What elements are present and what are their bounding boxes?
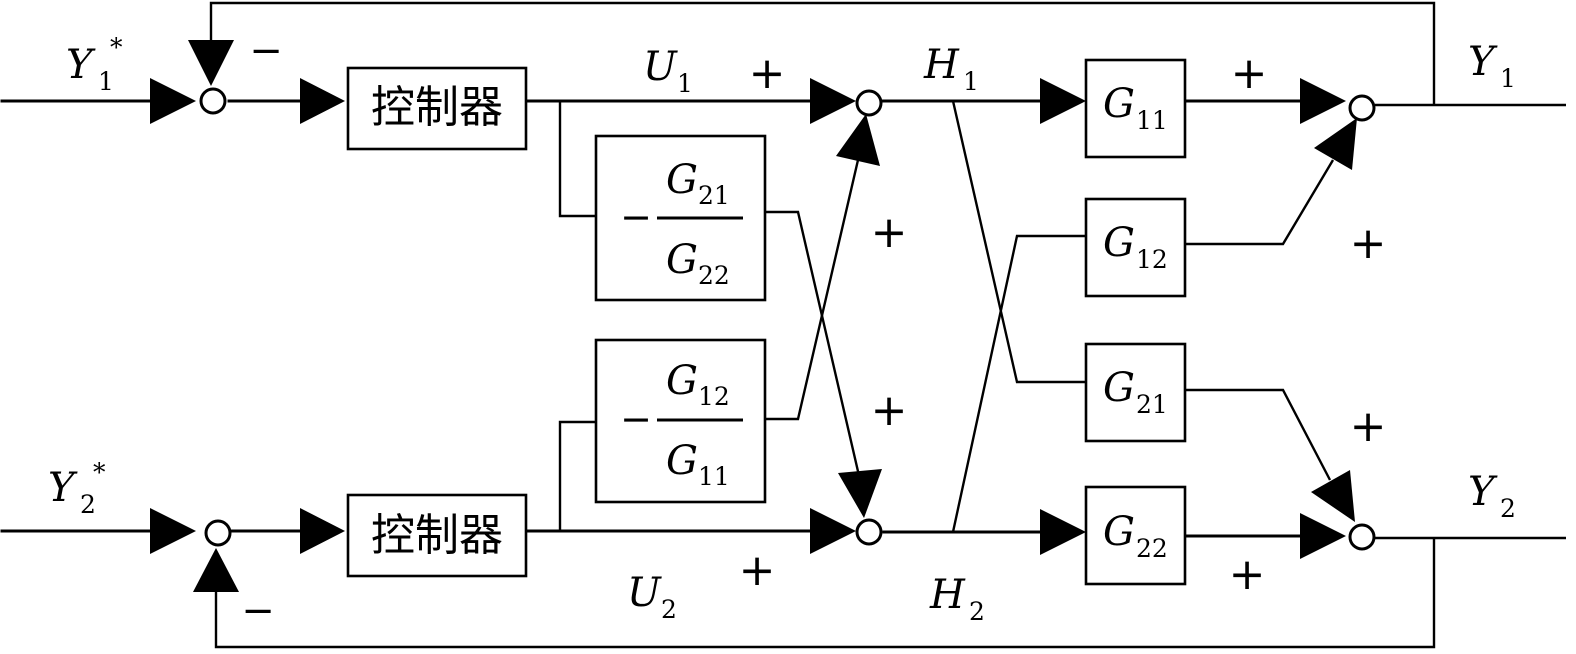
arrowhead-feedback2 — [193, 548, 239, 592]
signal-h2-subscript: 2 — [969, 597, 985, 626]
output-y1-subscript: 1 — [1500, 64, 1516, 93]
sign-feedback1-minus: − — [249, 28, 283, 74]
plant-g12-symbol: G — [1103, 220, 1135, 266]
decoupler-d21-numerator-subscript: 21 — [698, 181, 730, 210]
output-y2-subscript: 2 — [1500, 494, 1516, 523]
output-y2-symbol: Y — [1468, 469, 1498, 515]
arrowhead-y1-in — [150, 78, 196, 124]
signal-u2-subscript: 2 — [661, 595, 677, 624]
plant-g11-symbol: G — [1103, 81, 1135, 127]
plant-block-g21 — [1084, 342, 1187, 443]
summing-junction-error2 — [204, 519, 232, 547]
wire-h1-to-g21 — [951, 100, 1086, 384]
arrowhead-feedback1 — [188, 40, 234, 86]
controller-label-bottom: 控制器 — [371, 510, 503, 561]
wire-d12-to-sumH1 — [766, 159, 860, 421]
input-y2-star-subscript: 2 — [80, 490, 96, 519]
plant-block-g11 — [1084, 58, 1187, 159]
sign-sumH2-plus-side: + — [871, 385, 908, 436]
decoupler-d12-numerator-subscript: 12 — [698, 382, 730, 411]
wire-d21-to-sumH2 — [766, 210, 862, 481]
decoupler-d21-denominator-subscript: 22 — [698, 261, 730, 290]
decoupler-d12-denominator-symbol: G — [666, 438, 698, 484]
input-y2-star-superscript: * — [93, 458, 106, 487]
signal-h1-subscript: 1 — [963, 67, 979, 96]
controller-block-bottom — [346, 493, 528, 578]
summing-junction-h1 — [855, 89, 883, 117]
arrowhead-d21-into-sumH2 — [838, 469, 882, 518]
arrowhead-g21-into-sumY2 — [1311, 470, 1355, 522]
decoupler-d21-minus: − — [620, 195, 652, 239]
signal-u1-symbol: U — [643, 44, 678, 90]
input-y1-star-subscript: 1 — [98, 67, 114, 96]
plant-g21-symbol: G — [1103, 365, 1135, 411]
arrowhead-h2 — [1040, 509, 1086, 555]
sign-sumH1-plus-top: + — [749, 48, 786, 99]
input-y1-star-superscript: * — [110, 33, 123, 62]
arrowhead-g22-out — [1300, 513, 1346, 559]
input-y2-star-symbol: Y — [48, 465, 78, 511]
feedback-path-y1 — [209, 1, 1436, 105]
signal-u2-symbol: U — [627, 570, 662, 616]
summing-junction-h2 — [855, 518, 883, 546]
wire-u2-branch — [558, 420, 596, 531]
arrowhead-u2 — [810, 508, 856, 554]
controller-block-top — [346, 66, 528, 151]
input-y1-star-symbol: Y — [66, 42, 96, 88]
sign-sumH1-plus-side: + — [871, 207, 908, 258]
wire-g12-out — [1185, 159, 1335, 246]
arrowhead-g11-out — [1300, 78, 1346, 124]
decoupler-d12-minus: − — [620, 397, 652, 441]
controller-label-top: 控制器 — [371, 82, 503, 133]
decoupler-d21-denominator-symbol: G — [666, 237, 698, 283]
sign-feedback2-minus: − — [241, 588, 275, 634]
sign-sumH2-plus-bottom: + — [739, 545, 776, 596]
summing-junction-y1 — [1348, 94, 1376, 122]
signal-u1-subscript: 1 — [677, 69, 693, 98]
arrowhead-h1 — [1040, 78, 1086, 124]
plant-g12-subscript: 12 — [1136, 245, 1168, 274]
arrowhead-y2-in — [150, 508, 196, 554]
wire-u1-branch — [558, 101, 596, 218]
plant-g22-symbol: G — [1103, 509, 1135, 555]
sign-sumY2-plus-bottom: + — [1229, 549, 1266, 600]
decoupler-d12-denominator-subscript: 11 — [698, 462, 730, 491]
decoupler-d12-numerator-symbol: G — [666, 358, 698, 404]
sign-sumY2-plus-side: + — [1350, 401, 1387, 452]
decoupler-d21-numerator-symbol: G — [666, 157, 698, 203]
summing-junction-y2 — [1348, 523, 1376, 551]
sign-sumY1-plus-side: + — [1350, 218, 1387, 269]
arrowhead-u1 — [810, 78, 856, 124]
feedback-path-y2 — [214, 538, 1436, 649]
arrowhead-g12-into-sumY1 — [1314, 118, 1357, 170]
signal-h1-symbol: H — [923, 42, 960, 88]
plant-block-g12 — [1084, 197, 1187, 298]
output-y1-symbol: Y — [1468, 39, 1498, 85]
plant-block-g22 — [1084, 485, 1187, 586]
arrowhead-d12-into-sumH1 — [836, 114, 880, 166]
signal-h2-symbol: H — [929, 572, 966, 618]
sign-sumY1-plus-top: + — [1231, 48, 1268, 99]
arrowhead-to-controller1 — [300, 78, 345, 124]
wire-h2-to-g12 — [951, 234, 1086, 533]
wire-g21-out — [1185, 388, 1332, 481]
plant-g11-subscript: 11 — [1136, 106, 1168, 135]
summing-junction-error1 — [199, 87, 227, 115]
plant-g21-subscript: 21 — [1136, 390, 1168, 419]
plant-g22-subscript: 22 — [1136, 534, 1168, 563]
arrowhead-to-controller2 — [300, 508, 345, 554]
